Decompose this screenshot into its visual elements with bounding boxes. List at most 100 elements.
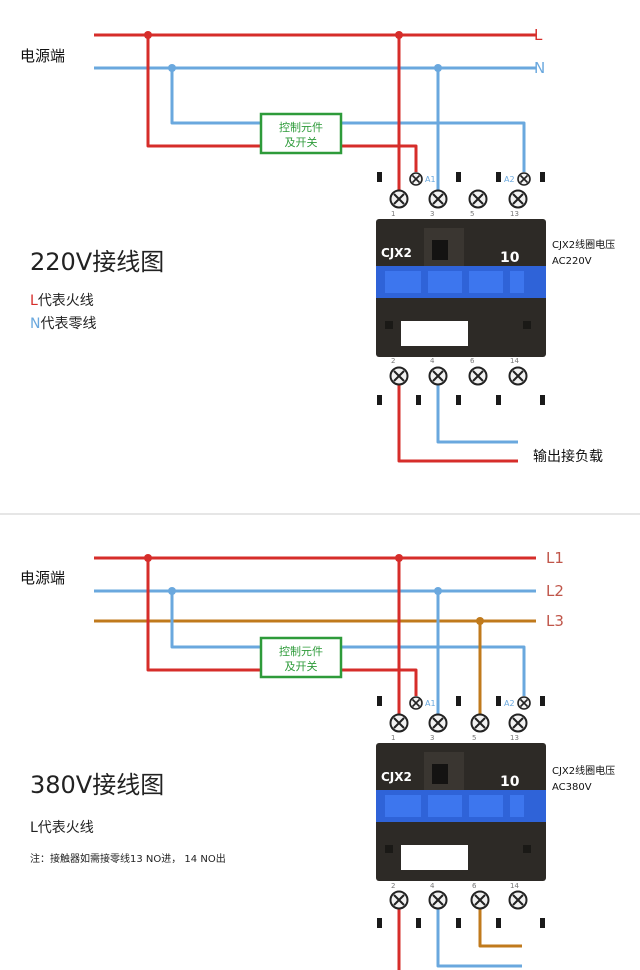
bottom-terminals — [389, 366, 528, 386]
terminal-screw — [508, 713, 528, 733]
contactor-rating: 10 — [500, 250, 520, 266]
junction-dot — [395, 31, 403, 39]
control-switch-box: 控制元件 及开关 — [259, 112, 343, 155]
coil-voltage-value: AC220V — [552, 256, 592, 267]
terminal-screw — [468, 366, 488, 386]
output-wire-blue — [436, 908, 522, 968]
line-label-l: L — [534, 26, 543, 44]
line-label-l1: L1 — [546, 549, 564, 567]
contactor-model: CJX2 — [381, 246, 412, 260]
terminal-screw — [389, 366, 409, 386]
coil-terminal-a1 — [409, 696, 423, 710]
output-wire-blue — [436, 384, 518, 444]
top-terminals — [389, 189, 528, 209]
l1-to-control-wire — [146, 558, 262, 672]
line-label-n: N — [534, 59, 545, 77]
coil-a1-label: A1 — [425, 699, 436, 708]
terminal-screw — [428, 890, 448, 910]
terminal-number: 6 — [472, 882, 477, 890]
terminal-number: 6 — [470, 357, 475, 365]
terminal-number: 2 — [391, 882, 395, 890]
legend-live: L代表火线 — [30, 820, 94, 836]
control-to-a2-wire — [340, 645, 526, 696]
output-wire-brown — [478, 908, 522, 948]
terminal-number: 14 — [510, 882, 519, 890]
terminal-number: 13 — [510, 734, 519, 742]
junction-dot — [476, 617, 484, 625]
coil-a1-label: A1 — [425, 175, 436, 184]
output-wire-red — [397, 384, 518, 463]
terminal-screw — [508, 189, 528, 209]
junction-dot — [395, 554, 403, 562]
wires-220v — [94, 33, 536, 463]
bottom-terminal-numbers: 2 4 6 14 — [391, 882, 519, 890]
junction-dot — [144, 31, 152, 39]
coil-terminal-a2 — [517, 172, 531, 186]
junction-dot — [434, 587, 442, 595]
terminal-number: 1 — [391, 734, 395, 742]
coil-a2-label: A2 — [504, 175, 515, 184]
bottom-terminals — [389, 890, 528, 910]
top-terminals — [389, 713, 528, 733]
diagram-title-380v: 380V接线图 — [30, 771, 164, 799]
legend-neutral: N代表零线 — [30, 316, 96, 332]
terminal-screw — [389, 189, 409, 209]
terminal-number: 13 — [510, 210, 519, 218]
coil-terminal-a2 — [517, 696, 531, 710]
legend-live-mark: L — [30, 293, 38, 309]
wires-380v — [94, 556, 536, 970]
terminal-screw — [428, 366, 448, 386]
control-to-a2-wire — [340, 121, 526, 172]
control-switch-box: 控制元件 及开关 — [259, 636, 343, 679]
terminal-number: 1 — [391, 210, 395, 218]
legend-neutral-mark: N — [30, 316, 40, 332]
control-to-a1-wire — [340, 668, 418, 696]
coil-terminal-a1 — [409, 172, 423, 186]
terminal-screw — [470, 890, 490, 910]
output-load-label: 输出接负载 — [533, 448, 603, 465]
diagram-220v: 电源端 L N 控制元件 及开关 A1 A2 1 3 5 13 — [20, 26, 615, 465]
control-label-line2: 及开关 — [285, 659, 318, 673]
diagram-380v: 电源端 L1 L2 L3 控制元件 及开关 A1 A2 1 3 5 13 — [20, 549, 615, 970]
coil-a2-label: A2 — [504, 699, 515, 708]
control-label-line2: 及开关 — [285, 135, 318, 149]
legend-live: L代表火线 — [30, 293, 94, 309]
mounting-pins-bottom — [377, 918, 545, 928]
terminal-screw — [389, 713, 409, 733]
neutral-to-control-wire — [170, 68, 262, 125]
terminal-screw — [508, 366, 528, 386]
contactor-model: CJX2 — [381, 770, 412, 784]
terminal-screw — [508, 890, 528, 910]
line-label-l3: L3 — [546, 612, 564, 630]
neutral-wiring-note: 注：接触器如需接零线13 NO进， 14 NO出 — [30, 852, 226, 865]
terminal-screw — [428, 713, 448, 733]
coil-voltage-value: AC380V — [552, 782, 592, 793]
control-to-a1-wire — [340, 144, 418, 172]
l2-to-control-wire — [170, 591, 262, 649]
coil-voltage-label: CJX2线圈电压 — [552, 238, 615, 251]
control-label-line1: 控制元件 — [279, 120, 323, 134]
terminal-number: 2 — [391, 357, 395, 365]
terminal-number: 3 — [430, 210, 434, 218]
terminal-number: 4 — [430, 357, 435, 365]
legend-live-text: 代表火线 — [38, 293, 94, 309]
terminal-number: 3 — [430, 734, 434, 742]
mounting-pins-bottom — [377, 395, 545, 405]
top-terminal-numbers: 1 3 5 13 — [391, 210, 519, 218]
terminal-screw — [468, 189, 488, 209]
terminal-screw — [428, 189, 448, 209]
terminal-number: 5 — [470, 210, 474, 218]
mounting-pins-top — [377, 172, 545, 182]
live-to-control-wire — [146, 35, 262, 148]
junction-dot — [434, 64, 442, 72]
terminal-number: 14 — [510, 357, 519, 365]
terminal-number: 5 — [472, 734, 476, 742]
contactor-body: CJX2 10 — [376, 219, 546, 357]
diagram-title-220v: 220V接线图 — [30, 248, 164, 276]
bottom-terminal-numbers: 2 4 6 14 — [391, 357, 519, 365]
top-terminal-numbers: 1 3 5 13 — [391, 734, 519, 742]
legend-neutral-text: 代表零线 — [40, 316, 96, 332]
contactor-rating: 10 — [500, 774, 520, 790]
junction-dot — [168, 64, 176, 72]
